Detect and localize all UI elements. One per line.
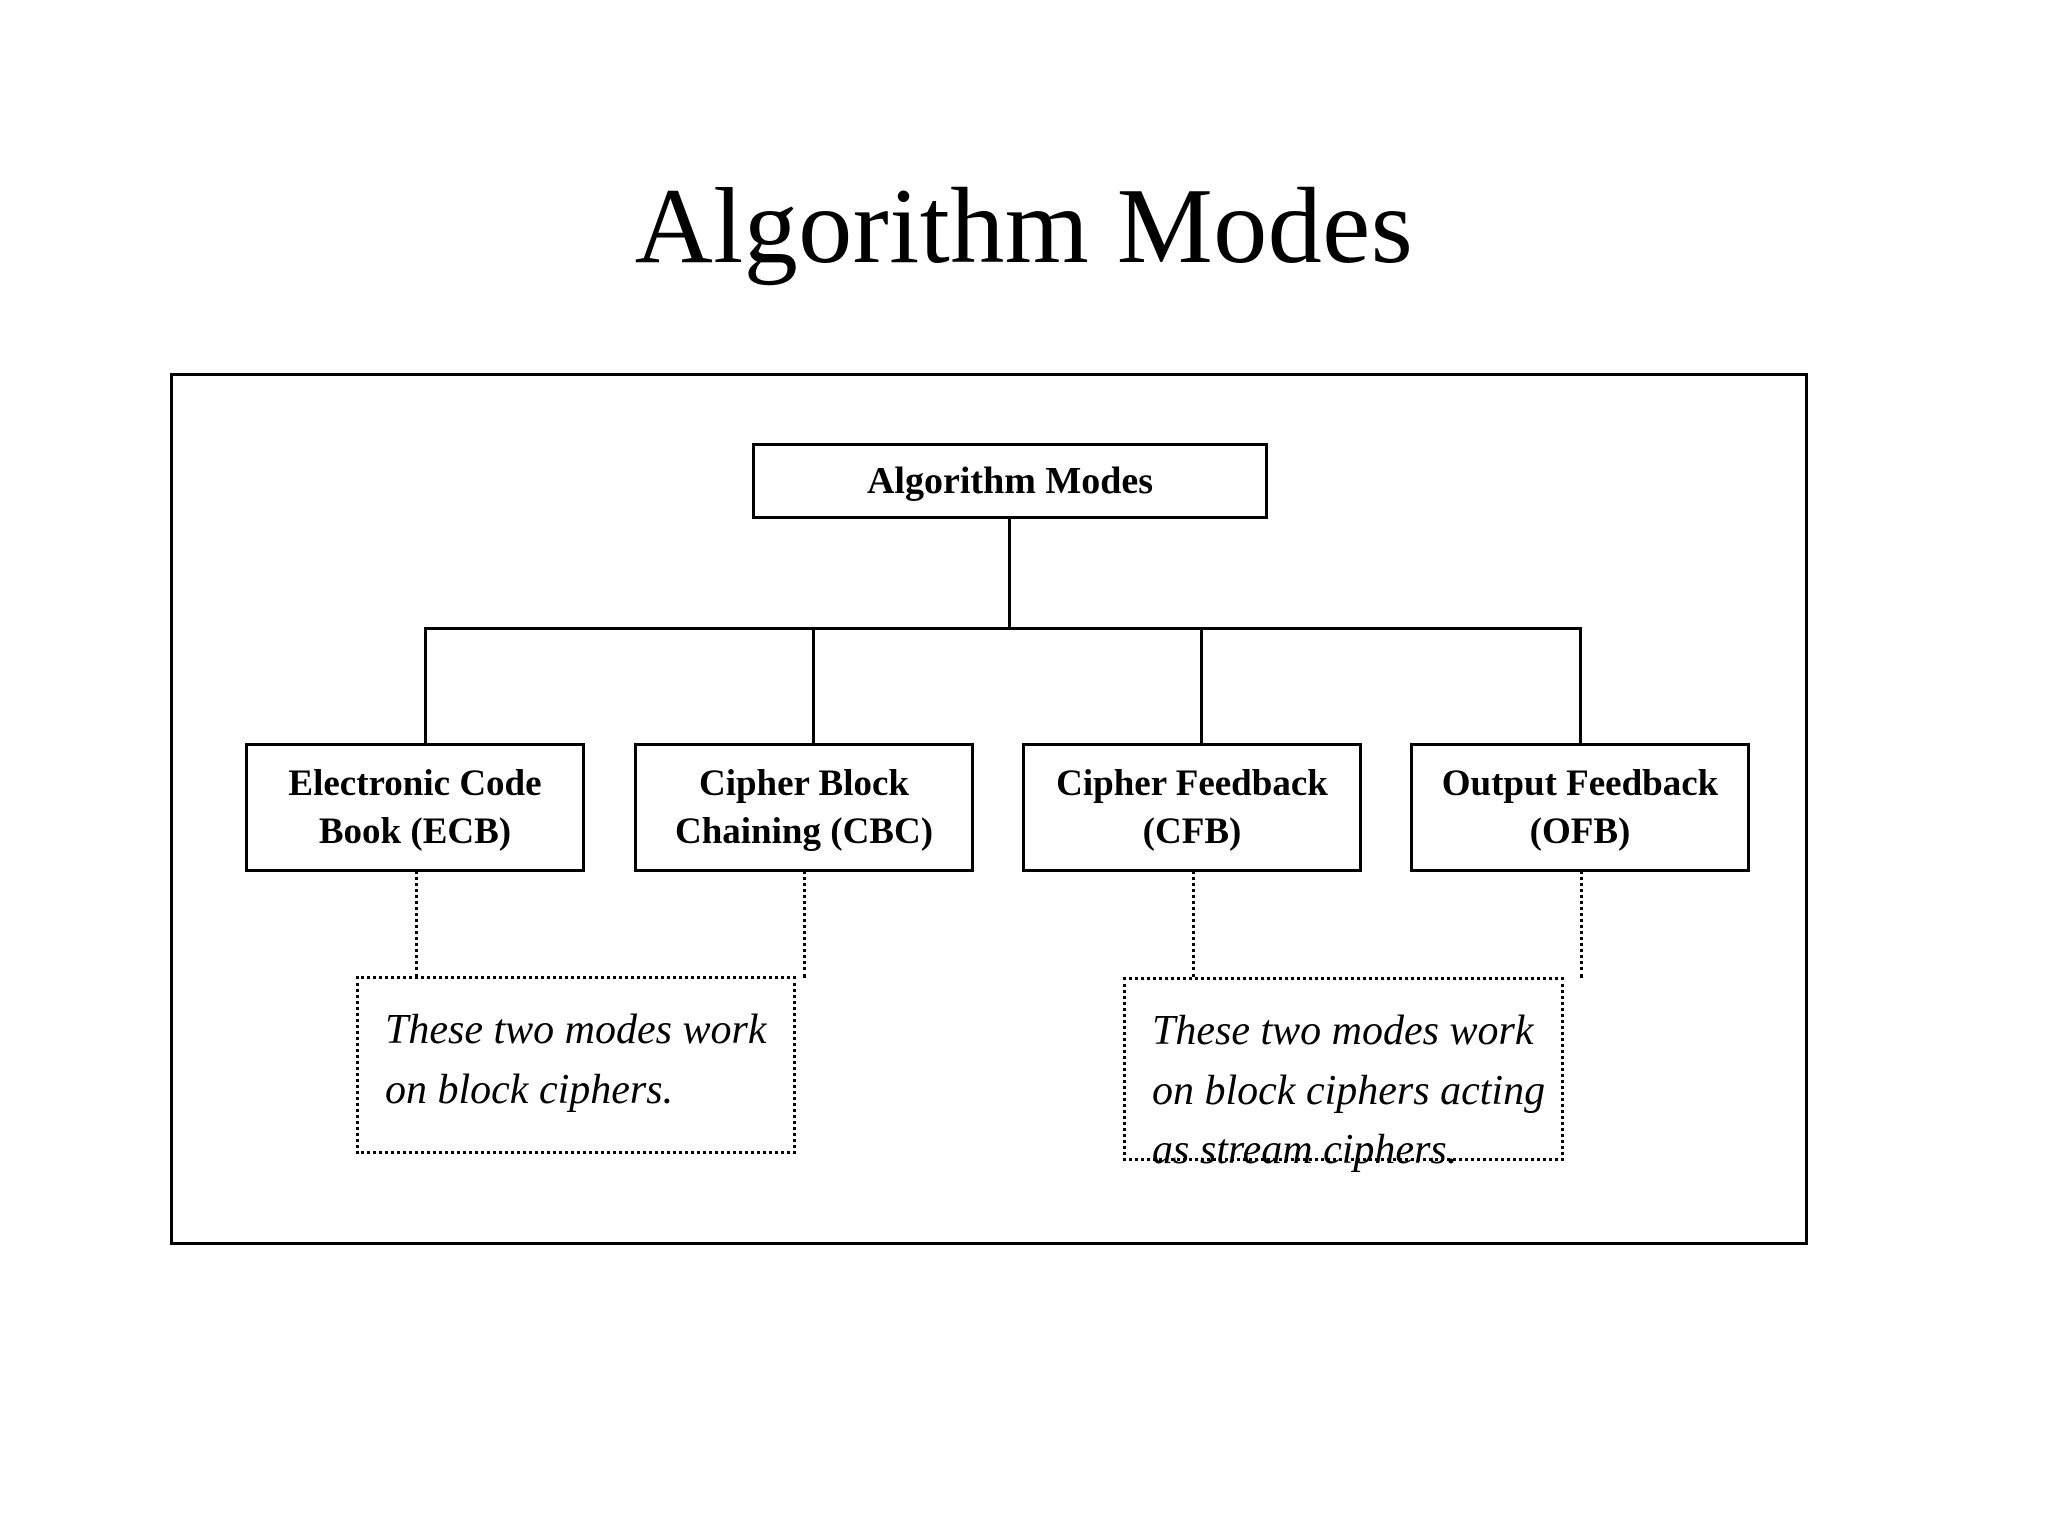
connector-root-stem: [1008, 516, 1011, 630]
note-block-ciphers: These two modes work on block ciphers.: [356, 976, 796, 1154]
connector-drop-ofb: [1579, 627, 1582, 746]
node-cfb-line1: Cipher Feedback: [1056, 763, 1328, 805]
node-ofb-line2: (OFB): [1529, 810, 1631, 852]
note-right-line1: These two modes work: [1152, 1008, 1534, 1054]
node-ofb-label: Output Feedback (OFB): [1413, 760, 1747, 855]
node-cfb-label: Cipher Feedback (CFB): [1025, 760, 1359, 855]
connector-horizontal-bus: [424, 627, 1582, 630]
note-right-line2: on block ciphers acting: [1152, 1067, 1546, 1114]
dotted-connector-cbc: [803, 870, 806, 978]
node-algorithm-modes-root[interactable]: Algorithm Modes: [752, 443, 1268, 519]
note-right-line3: as stream ciphers.: [1152, 1127, 1458, 1174]
node-ecb-line2: Book (ECB): [318, 810, 512, 852]
diagram-frame: [170, 373, 1808, 1245]
connector-drop-ecb: [424, 627, 427, 746]
connector-drop-cbc: [812, 627, 815, 746]
node-cipher-feedback[interactable]: Cipher Feedback (CFB): [1022, 743, 1362, 872]
note-left-line1: These two modes work: [385, 1007, 767, 1053]
dotted-connector-cfb: [1192, 870, 1195, 978]
node-root-label: Algorithm Modes: [866, 459, 1154, 502]
page-title: Algorithm Modes: [634, 167, 1414, 286]
node-ofb-line1: Output Feedback: [1441, 763, 1719, 805]
dotted-connector-ofb: [1580, 870, 1583, 978]
node-cbc-line2: Chaining (CBC): [674, 810, 934, 852]
node-cbc-line1: Cipher Block: [698, 763, 910, 805]
connector-drop-cfb: [1200, 627, 1203, 746]
dotted-connector-ecb: [415, 870, 418, 978]
node-ecb-line1: Electronic Code: [288, 763, 542, 805]
note-stream-ciphers: These two modes work on block ciphers ac…: [1123, 977, 1564, 1173]
node-output-feedback[interactable]: Output Feedback (OFB): [1410, 743, 1750, 872]
note-left-line2: on block ciphers.: [385, 1066, 674, 1113]
node-cfb-line2: (CFB): [1142, 810, 1242, 852]
